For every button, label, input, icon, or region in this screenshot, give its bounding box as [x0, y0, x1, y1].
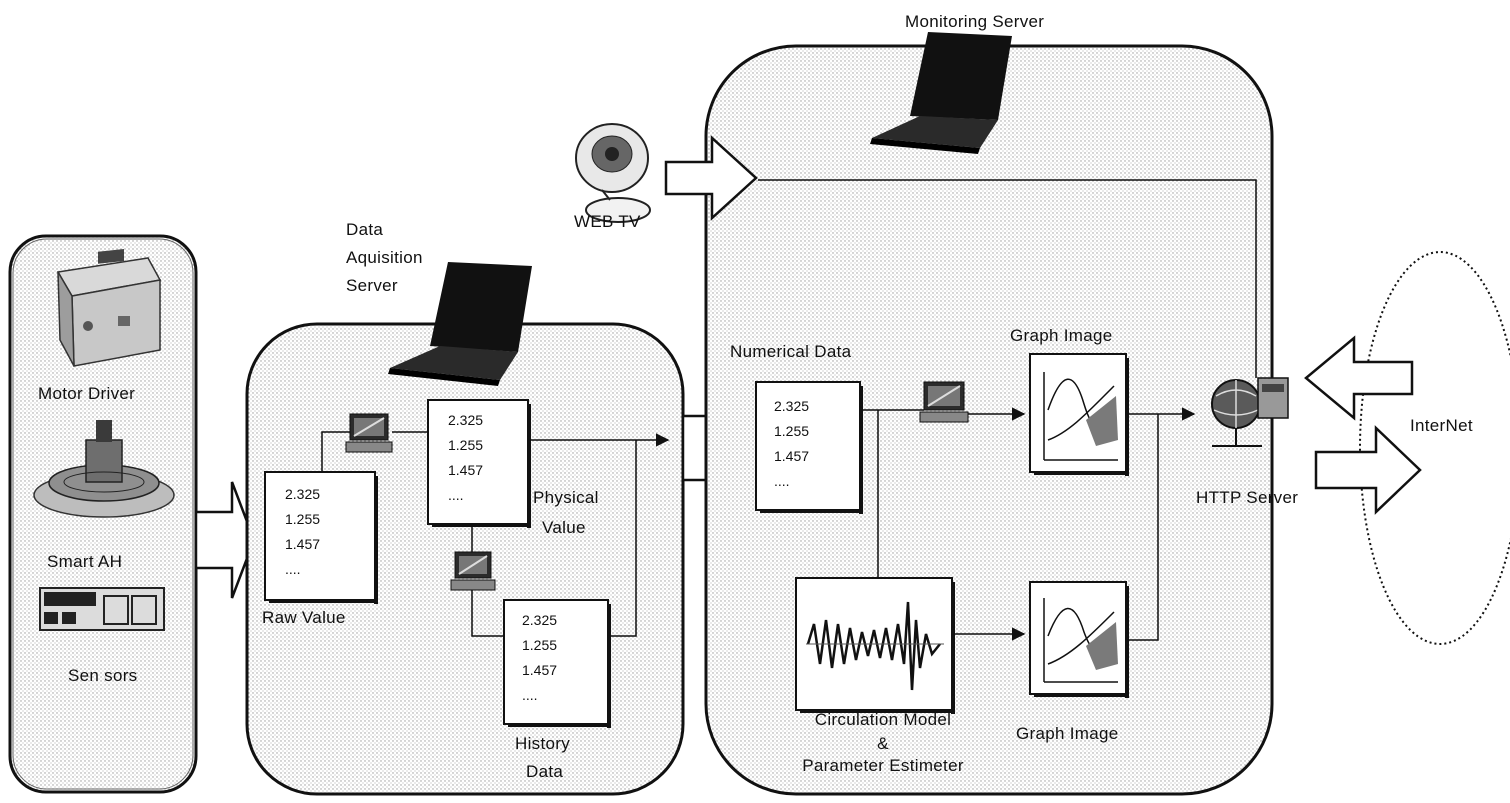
data-value: 2.325	[448, 408, 483, 433]
graph-image-bottom	[1030, 582, 1129, 698]
data-value: 1.457	[774, 444, 809, 469]
data-value: 1.457	[448, 458, 483, 483]
data-value: ....	[448, 483, 483, 508]
numerical-data-document	[756, 382, 863, 514]
data-value: ....	[522, 683, 557, 708]
circulation-model-label-line2: &	[786, 734, 980, 754]
physical-value-values: 2.325 1.255 1.457 ....	[448, 408, 483, 508]
web-tv-icon	[576, 124, 650, 222]
internet-label: InterNet	[1410, 416, 1473, 436]
data-value: 1.255	[448, 433, 483, 458]
numerical-data-values: 2.325 1.255 1.457 ....	[774, 394, 809, 494]
circulation-model-label-line3: Parameter Estimeter	[772, 756, 994, 776]
data-value: 1.457	[285, 532, 320, 557]
motor-driver-label: Motor Driver	[38, 384, 135, 404]
smart-ah-label: Smart AH	[47, 552, 122, 572]
monitoring-computer-icon	[920, 382, 968, 422]
raw-value-label: Raw Value	[262, 608, 346, 628]
graph-image-top	[1030, 354, 1129, 476]
data-value: 2.325	[522, 608, 557, 633]
history-data-label-line1: History	[515, 734, 570, 754]
data-value: ....	[285, 557, 320, 582]
daq-computer-middle-icon	[451, 552, 495, 590]
data-value: 1.255	[774, 419, 809, 444]
devices-to-daq-arrow	[196, 482, 254, 598]
raw-value-document	[265, 472, 378, 604]
history-data-document	[504, 600, 611, 728]
circulation-model-label-line1: Circulation Model	[786, 710, 980, 730]
daq-title-line1: Data	[346, 220, 383, 240]
sensors-label: Sen sors	[68, 666, 138, 686]
data-value: 2.325	[774, 394, 809, 419]
data-value: ....	[774, 469, 809, 494]
circulation-model-image	[796, 578, 955, 714]
daq-title-line2: Aquisition	[346, 248, 423, 268]
graph-image-top-label: Graph Image	[1010, 326, 1113, 346]
daq-title-line3: Server	[346, 276, 398, 296]
raw-value-values: 2.325 1.255 1.457 ....	[285, 482, 320, 582]
data-value: 1.255	[522, 633, 557, 658]
history-data-label-line2: Data	[526, 762, 563, 782]
graph-image-bottom-label: Graph Image	[1016, 724, 1119, 744]
http-server-label: HTTP Server	[1196, 488, 1298, 508]
numerical-data-label: Numerical Data	[730, 342, 851, 362]
data-value: 2.325	[285, 482, 320, 507]
physical-value-label-line2: Value	[542, 518, 586, 538]
history-data-values: 2.325 1.255 1.457 ....	[522, 608, 557, 708]
sensors-icon	[40, 588, 164, 630]
physical-value-label-line1: Physical	[533, 488, 599, 508]
web-tv-label: WEB TV	[574, 212, 641, 232]
data-value: 1.457	[522, 658, 557, 683]
data-value: 1.255	[285, 507, 320, 532]
monitoring-server-title: Monitoring Server	[905, 12, 1044, 32]
daq-computer-top-icon	[346, 414, 392, 452]
